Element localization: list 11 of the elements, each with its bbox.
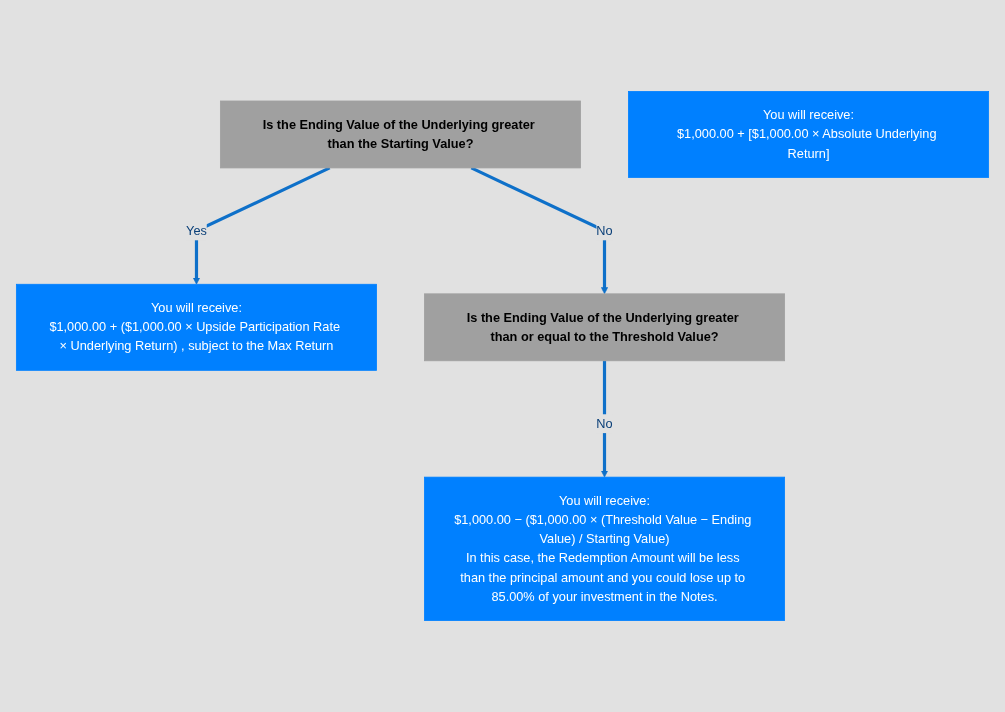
node-box: Is the Ending Value of the Underlying greater than the Starting Value? xyxy=(220,100,581,169)
arrow xyxy=(192,166,331,285)
edge-label: Yes xyxy=(186,223,207,238)
node-box: You will receive: $1,000.00 − ($1,000.00 × (Threshold Value − Ending Value) / Starting Value) In this case, the Redemption Amount will be less than the principal amount and you could lose up to 85.00% of your investment in the Notes. xyxy=(424,476,785,621)
edge-label: No xyxy=(596,416,613,431)
edge-label: No xyxy=(596,223,613,238)
arrow xyxy=(470,166,608,295)
arrow xyxy=(601,360,608,478)
node-box: Is the Ending Value of the Underlying greater than or equal to the Threshold Value? xyxy=(424,293,785,362)
node-box: You will receive: $1,000.00 + ($1,000.00 × Upside Participation Rate × Underlying Return) , subject to the Max Return xyxy=(15,283,377,371)
node-box: You will receive: $1,000.00 + [$1,000.00 × Absolute Underlying Return] xyxy=(628,91,989,178)
